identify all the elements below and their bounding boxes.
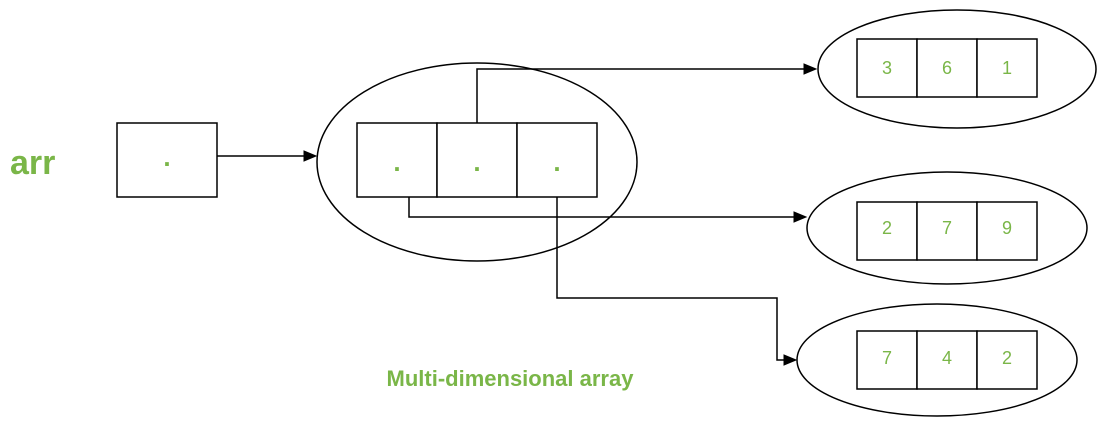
inner-array-0-value-1: 6 (942, 58, 952, 78)
outer-cell-2-value: . (553, 147, 560, 177)
pointer-box (116, 122, 218, 198)
inner-array-2-cell-2 (976, 330, 1038, 390)
arrow-to-inner-array-2 (556, 197, 786, 361)
outer-cell-0 (356, 122, 438, 198)
inner-array-0-value-0: 3 (882, 58, 892, 78)
arrowhead-outer (303, 150, 318, 162)
inner-array-1-cell-1 (916, 201, 978, 261)
inner-array-2-cell-0 (856, 330, 918, 390)
arrow-to-inner-array-0 (476, 68, 806, 123)
inner-array-2: 7 4 2 (856, 330, 1038, 390)
inner-array-0-cell-2 (976, 38, 1038, 98)
inner-array-0-cell-0 (856, 38, 918, 98)
outer-cell-2 (516, 122, 598, 198)
inner-array-1-value-2: 9 (1002, 218, 1012, 238)
inner-array-0-value-2: 1 (1002, 58, 1012, 78)
arrowhead-inner-2 (783, 354, 798, 366)
inner-array-0-cell-1 (916, 38, 978, 98)
inner-array-2-value-2: 2 (1002, 348, 1012, 368)
pointer-cell-value: . (163, 142, 170, 172)
inner-array-1-value-0: 2 (882, 218, 892, 238)
inner-array-1: 2 7 9 (856, 201, 1038, 261)
inner-array-2-value-1: 4 (942, 348, 952, 368)
variable-label: arr (10, 144, 55, 182)
outer-cell-0-value: . (393, 147, 400, 177)
inner-array-1-cell-2 (976, 201, 1038, 261)
outer-cell-1-value: . (473, 147, 480, 177)
inner-array-2-cell-1 (916, 330, 978, 390)
arrowhead-inner-0 (803, 63, 818, 75)
inner-array-1-value-1: 7 (942, 218, 952, 238)
inner-array-0: 3 6 1 (856, 38, 1038, 98)
arrowhead-inner-1 (793, 211, 808, 223)
diagram-caption: Multi-dimensional array (387, 366, 635, 391)
inner-array-2-value-0: 7 (882, 348, 892, 368)
outer-array: . . . (356, 122, 598, 198)
arrow-to-inner-array-1 (408, 197, 796, 218)
